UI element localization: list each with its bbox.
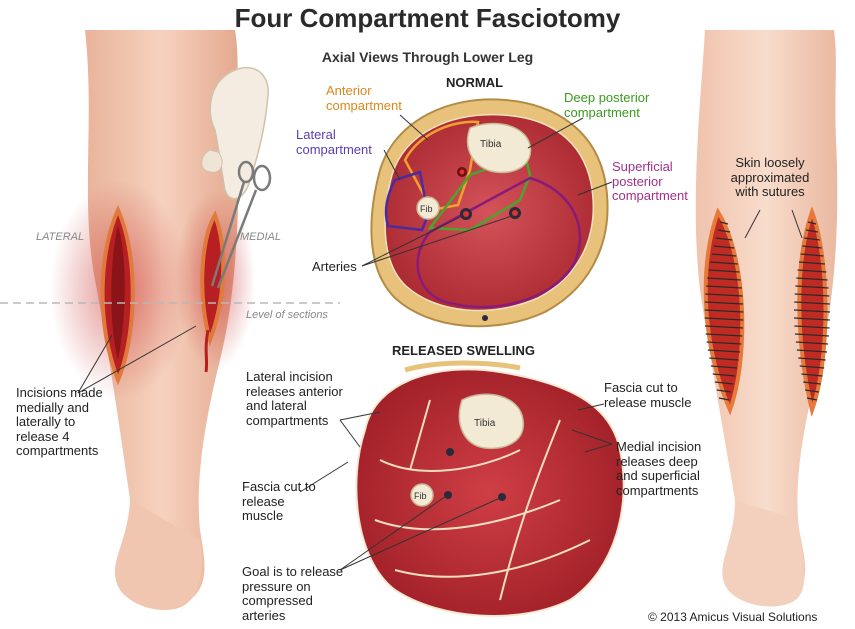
incisions-label: Incisions made medially and laterally to… xyxy=(16,386,120,459)
medial-side-label: MEDIAL xyxy=(240,231,281,243)
released-tibia-label: Tibia xyxy=(474,418,495,429)
arteries-label: Arteries xyxy=(312,260,357,275)
lateral-side-label: LATERAL xyxy=(36,231,84,243)
medial-incision-label: Medial incision releases deep and superf… xyxy=(616,440,720,498)
figure-title: Four Compartment Fasciotomy xyxy=(0,4,855,33)
left-leg xyxy=(50,30,270,610)
fascia-cut-left-label: Fascia cut to release muscle xyxy=(242,480,316,524)
released-cross-section xyxy=(356,363,623,616)
released-fib-label: Fib xyxy=(414,491,427,501)
normal-heading: NORMAL xyxy=(446,76,503,91)
normal-tibia-label: Tibia xyxy=(480,139,501,150)
fascia-cut-right-label: Fascia cut to release muscle xyxy=(604,381,708,410)
right-leg xyxy=(696,30,838,606)
blood-drip xyxy=(206,330,208,372)
superficial-posterior-label: Superficial posterior compartment xyxy=(612,160,708,204)
normal-fib-label: Fib xyxy=(420,204,433,214)
skin-sutures-label: Skin loosely approximated with sutures xyxy=(722,156,818,200)
copyright: © 2013 Amicus Visual Solutions xyxy=(648,611,817,624)
goal-label: Goal is to release pressure on compresse… xyxy=(242,565,352,623)
released-heading: RELEASED SWELLING xyxy=(392,344,535,359)
deep-posterior-label: Deep posterior compartment xyxy=(564,91,660,120)
figure-subtitle: Axial Views Through Lower Leg xyxy=(0,50,855,66)
normal-cross-section xyxy=(371,99,607,326)
anterior-label: Anterior compartment xyxy=(326,84,416,113)
level-of-sections-label: Level of sections xyxy=(246,309,328,321)
lateral-incision-label: Lateral incision releases anterior and l… xyxy=(246,370,354,428)
gloved-finger xyxy=(202,150,222,172)
lateral-label: Lateral compartment xyxy=(296,128,386,157)
